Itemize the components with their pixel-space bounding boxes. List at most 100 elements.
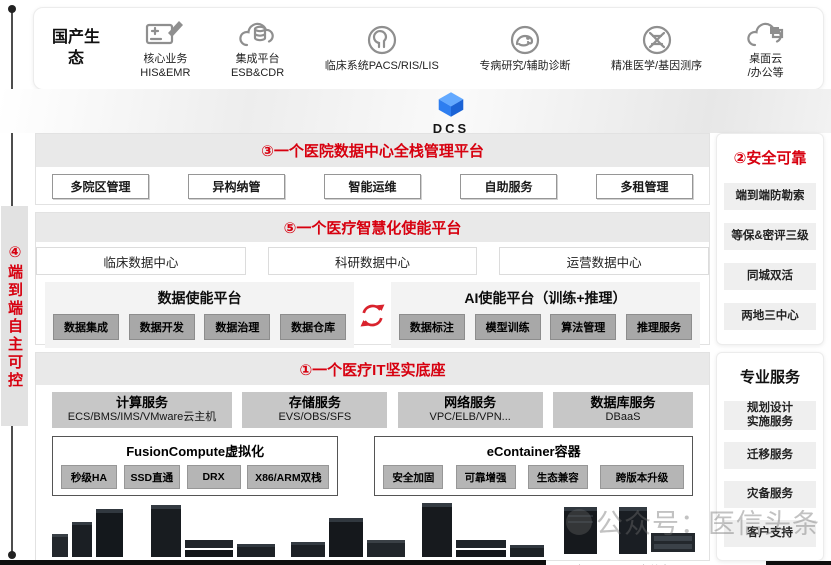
ecosystem-item-label: 核心业务 HIS&EMR xyxy=(140,52,191,79)
chip-intelligent-ops: 智能运维 xyxy=(324,174,421,199)
ecosystem-item-label: 精准医学/基因测序 xyxy=(611,59,703,72)
chip-data-integration: 数据集成 xyxy=(53,314,119,340)
management-platform-title: ③一个医院数据中心全栈管理平台 xyxy=(36,134,709,167)
dcs-logo: DCS xyxy=(416,91,486,136)
ai-platform-chips: 数据标注 模型训练 算法管理 推理服务 xyxy=(398,314,692,340)
fusioncube-image xyxy=(48,506,136,563)
database-service-box: 数据库服务 DBaaS xyxy=(552,392,693,428)
professional-services-box: 专业服务 规划设计 实施服务 迁移服务 灾备服务 客户支持 xyxy=(716,352,824,561)
chip-active-active: 同城双活 xyxy=(724,263,816,290)
ecosystem-item-genomics: 精准医学/基因测序 xyxy=(611,24,702,73)
chip-heterogeneous: 异构纳管 xyxy=(188,174,285,199)
econtainer-title: eContainer容器 xyxy=(486,444,581,459)
operation-data-center: 运营数据中心 xyxy=(499,247,710,275)
oceanstor-dorado-image xyxy=(147,504,277,563)
econtainer-chips: 安全加固 可靠增强 生态兼容 跨版本升级 xyxy=(383,465,684,489)
hardware-fusioncube: FusionCube xyxy=(48,506,136,565)
ai-platform-title: AI使能平台（训练+推理） xyxy=(464,290,627,306)
cloud-database-icon xyxy=(235,17,281,51)
database-service-title: 数据库服务 xyxy=(590,395,656,410)
section-enablement-platform: ⑤一个医疗智慧化使能平台 临床数据中心 科研数据中心 运营数据中心 数据使能平台… xyxy=(35,212,710,348)
chip-inference-service: 推理服务 xyxy=(626,314,692,340)
section-it-foundation: ①一个医疗IT坚实底座 计算服务 ECS/BMS/IMS/VMware云主机 存… xyxy=(35,352,710,565)
research-icon xyxy=(505,24,545,58)
chip-data-labeling: 数据标注 xyxy=(398,314,465,340)
chip-classified-protection: 等保&密评三级 xyxy=(724,223,816,250)
hardware-switch: 交换机 xyxy=(615,505,697,565)
management-buttons-row: 多院区管理 异构纳管 智能运维 自助服务 多租管理 xyxy=(36,167,709,199)
oceanprotect-image xyxy=(289,510,407,563)
ecosystem-item-esb-cdr: 集成平台 ESB&CDR xyxy=(231,17,284,81)
research-data-center: 科研数据中心 xyxy=(267,247,478,275)
hardware-oceanstor-dorado: OceanStor Dorado xyxy=(147,504,277,565)
chip-eco-compat: 生态兼容 xyxy=(527,465,588,489)
head-ai-icon xyxy=(362,24,402,58)
ecosystem-item-label: 临床系统PACS/RIS/LIS xyxy=(324,59,439,72)
network-service-title: 网络服务 xyxy=(444,395,497,410)
chip-customer-support: 客户支持 xyxy=(724,519,816,547)
chip-planning-design: 规划设计 实施服务 xyxy=(724,401,816,430)
ecosystem-item-desktop-cloud: 桌面云 /办公等 xyxy=(743,17,789,81)
enablement-panels-row: 数据使能平台 数据集成 数据开发 数据治理 数据仓库 xyxy=(36,282,709,348)
security-title: ②安全可靠 xyxy=(733,150,807,167)
security-reliability-box: ②安全可靠 端到端防勒索 等保&密评三级 同城双活 两地三中心 xyxy=(716,133,824,345)
card-pencil-icon xyxy=(142,17,188,51)
chip-second-ha: 秒级HA xyxy=(61,465,117,489)
chip-ssd-passthrough: SSD直通 xyxy=(123,465,180,489)
chip-migration-service: 迁移服务 xyxy=(724,441,816,469)
econtainer-box: eContainer容器 安全加固 可靠增强 生态兼容 跨版本升级 xyxy=(374,436,693,496)
clinical-data-center: 临床数据中心 xyxy=(36,247,246,275)
storage-service-box: 存储服务 EVS/OBS/SFS xyxy=(242,392,388,428)
fusioncompute-title: FusionCompute虚拟化 xyxy=(126,444,265,459)
chip-x86-arm: X86/ARM双栈 xyxy=(247,465,330,489)
network-service-subtitle: VPC/ELB/VPN... xyxy=(429,411,511,424)
end-to-end-autonomy-banner: ④端到端自主可控 xyxy=(1,206,28,426)
database-service-subtitle: DBaaS xyxy=(605,411,641,424)
ecosystem-item-label: 专病研究/辅助诊断 xyxy=(479,59,571,72)
bottom-bar-right xyxy=(766,561,831,565)
chip-data-warehouse: 数据仓库 xyxy=(280,314,347,340)
chip-drx: DRX xyxy=(186,465,241,489)
chip-multi-campus: 多院区管理 xyxy=(52,174,149,199)
data-platform-chips: 数据集成 数据开发 数据治理 数据仓库 xyxy=(53,314,347,340)
hardware-row: FusionCube OceanStor Dorado xyxy=(36,496,709,565)
professional-services-title: 专业服务 xyxy=(739,369,800,386)
storage-service-title: 存储服务 xyxy=(288,395,341,410)
red-cycle-arrows-icon xyxy=(354,282,391,348)
chip-multi-tenant: 多租管理 xyxy=(596,174,693,199)
data-platform-title: 数据使能平台 xyxy=(157,290,242,306)
fusioncompute-box: FusionCompute虚拟化 秒级HA SSD直通 DRX X86/ARM双… xyxy=(52,436,339,496)
storage-service-subtitle: EVS/OBS/SFS xyxy=(278,411,352,424)
axis-dot-top xyxy=(8,5,16,13)
dna-icon xyxy=(637,24,677,58)
fusioncompute-chips: 秒级HA SSD直通 DRX X86/ARM双栈 xyxy=(61,465,330,489)
ecosystem-title: 国产生态 xyxy=(51,28,100,67)
chip-model-training: 模型训练 xyxy=(474,314,541,340)
data-center-row: 临床数据中心 科研数据中心 运营数据中心 xyxy=(36,247,710,275)
ecosystem-items: 核心业务 HIS&EMR 集成平台 ESB&CDR xyxy=(106,17,823,81)
chip-algorithm-mgmt: 算法管理 xyxy=(550,314,617,340)
section-management-platform: ③一个医院数据中心全栈管理平台 多院区管理 异构纳管 智能运维 自助服务 多租管… xyxy=(35,133,710,205)
oceanstor-pacific-image xyxy=(418,502,546,563)
it-foundation-title: ①一个医疗IT坚实底座 xyxy=(36,353,709,385)
axis-dot-bottom xyxy=(8,551,16,559)
enablement-platform-title: ⑤一个医疗智慧化使能平台 xyxy=(36,213,709,242)
chip-anti-ransomware: 端到端防勒索 xyxy=(724,183,816,210)
cloud-services-row: 计算服务 ECS/BMS/IMS/VMware云主机 存储服务 EVS/OBS/… xyxy=(36,385,709,428)
hardware-oceanprotect: OceanProtect xyxy=(289,510,407,565)
ecosystem-item-pacs-ris-lis: 临床系统PACS/RIS/LIS xyxy=(325,24,439,73)
chip-dr-service: 灾备服务 xyxy=(724,480,816,508)
virtualization-container-row: FusionCompute虚拟化 秒级HA SSD直通 DRX X86/ARM双… xyxy=(36,428,709,496)
hardware-oceanstor-pacific: OceanStor Pacific xyxy=(418,502,546,565)
server-image xyxy=(558,505,604,560)
chip-data-development: 数据开发 xyxy=(128,314,195,340)
chip-data-governance: 数据治理 xyxy=(204,314,271,340)
network-service-box: 网络服务 VPC/ELB/VPN... xyxy=(397,392,543,428)
ecosystem-item-his-emr: 核心业务 HIS&EMR xyxy=(140,17,190,81)
chip-self-service: 自助服务 xyxy=(460,174,557,199)
bottom-bar-left xyxy=(0,560,546,565)
ai-enablement-panel: AI使能平台（训练+推理） 数据标注 模型训练 算法管理 推理服务 xyxy=(390,282,701,348)
ecosystem-item-research: 专病研究/辅助诊断 xyxy=(479,24,570,73)
ecosystem-item-label: 桌面云 /办公等 xyxy=(747,52,784,79)
